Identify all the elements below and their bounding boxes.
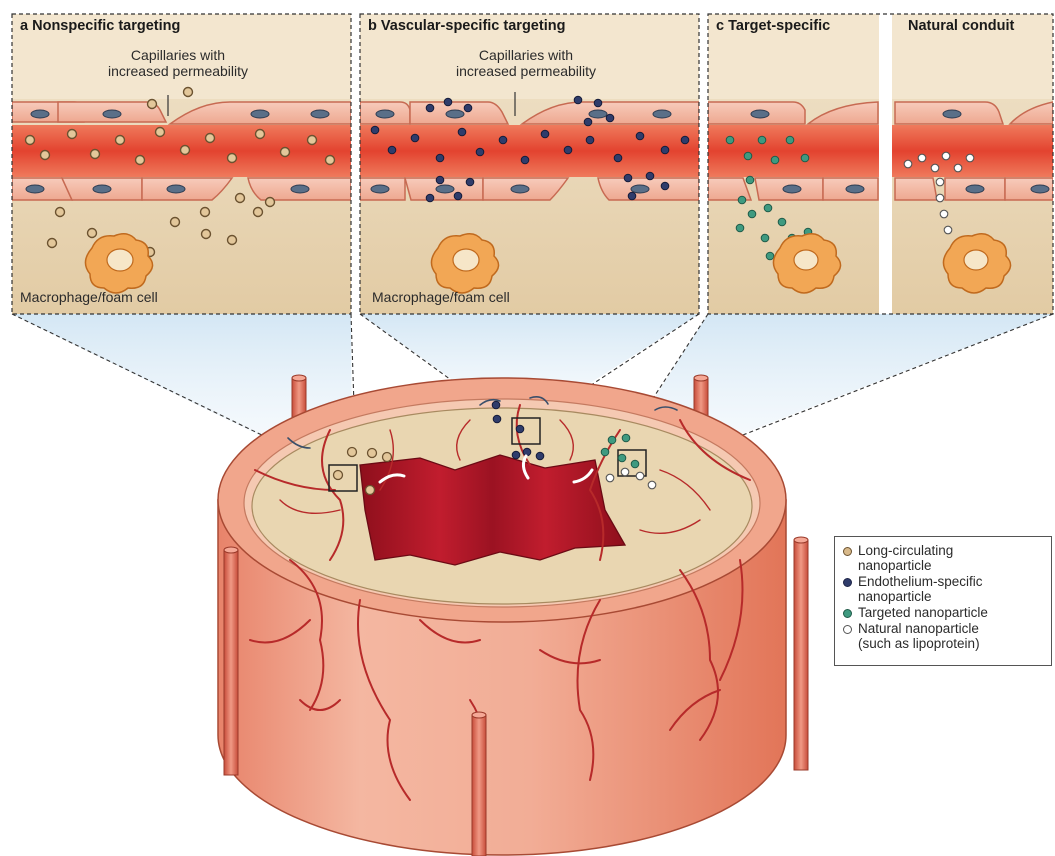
legend-line: nanoparticle (858, 589, 932, 604)
legend-item-endothelium-specific: Endothelium-specific nanoparticle (843, 574, 1045, 604)
legend-label-targeted: Targeted nanoparticle (858, 605, 988, 620)
endothelium-specific-nanoparticle-icon (843, 578, 852, 587)
legend: Long-circulating nanoparticle Endotheliu… (834, 536, 1052, 666)
legend-line: Natural nanoparticle (858, 621, 979, 636)
legend-line: nanoparticle (858, 558, 932, 573)
panel-b-letter: b (368, 18, 377, 34)
panel-c-title: c Target-specific (716, 18, 830, 34)
legend-line: (such as lipoprotein) (858, 636, 980, 651)
panel-c-letter: c (716, 18, 724, 34)
artery-cross-section (218, 378, 786, 855)
capillaries-callout-a-line1: Capillaries with (88, 47, 268, 63)
panel-b-title-text: Vascular-specific targeting (381, 18, 566, 34)
macrophage-c2 (943, 234, 1010, 293)
panel-b-title: b Vascular-specific targeting (368, 18, 565, 34)
panel-a-title: a Nonspecific targeting (20, 18, 180, 34)
capillaries-callout-b: Capillaries with increased permeability (436, 47, 616, 79)
capillaries-callout-b-line1: Capillaries with (436, 47, 616, 63)
macrophage-b (431, 234, 498, 293)
legend-item-long-circulating: Long-circulating nanoparticle (843, 543, 1045, 573)
macrophage-label-b: Macrophage/foam cell (372, 289, 510, 305)
legend-line: Long-circulating (858, 543, 953, 558)
macrophage-c1 (773, 234, 840, 293)
panel-c2-title: Natural conduit (908, 18, 1014, 34)
long-circulating-nanoparticle-icon (843, 547, 852, 556)
panel-c2-title-text: Natural conduit (908, 18, 1014, 34)
panel-a-letter: a (20, 18, 28, 34)
capillaries-callout-a: Capillaries with increased permeability (88, 47, 268, 79)
capillaries-callout-b-line2: increased permeability (436, 63, 616, 79)
legend-line: Targeted nanoparticle (858, 605, 988, 620)
panel-c-divider (879, 14, 892, 314)
legend-item-targeted: Targeted nanoparticle (843, 605, 1045, 620)
natural-nanoparticle-icon (843, 625, 852, 634)
legend-label-long-circulating: Long-circulating nanoparticle (858, 543, 953, 573)
macrophage-label-a: Macrophage/foam cell (20, 289, 158, 305)
macrophage-a (85, 234, 152, 293)
legend-label-endothelium-specific: Endothelium-specific nanoparticle (858, 574, 983, 604)
legend-line: Endothelium-specific (858, 574, 983, 589)
targeted-nanoparticle-icon (843, 609, 852, 618)
legend-item-natural: Natural nanoparticle (such as lipoprotei… (843, 621, 1045, 651)
legend-label-natural: Natural nanoparticle (such as lipoprotei… (858, 621, 980, 651)
panel-a-title-text: Nonspecific targeting (32, 18, 180, 34)
panel-c-title-text: Target-specific (728, 18, 830, 34)
capillaries-callout-a-line2: increased permeability (88, 63, 268, 79)
